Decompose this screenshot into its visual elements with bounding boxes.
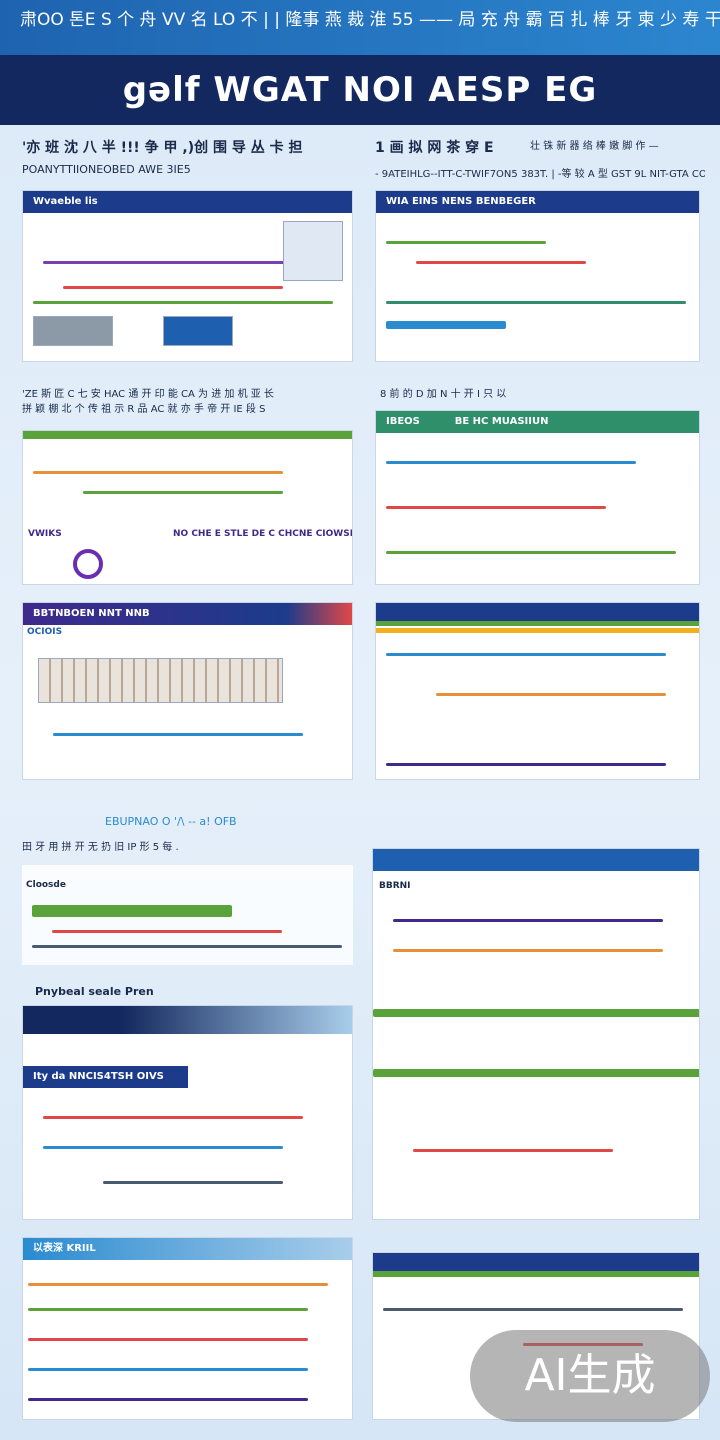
ai-generated-watermark: AI生成 (470, 1330, 710, 1422)
left-panel-3: BBTNBOEN NNT NNB OCIOIS (22, 602, 353, 780)
panel-header (373, 1253, 699, 1271)
panel-header: IBEOS BE HC MUASIIUN (376, 411, 699, 433)
route-line (393, 949, 663, 952)
route-line (28, 1398, 308, 1401)
circle-icon (73, 549, 103, 579)
right-panel-2: IBEOS BE HC MUASIIUN (375, 410, 700, 585)
route-line (373, 1009, 699, 1017)
panel-header: WIA EINS NENS BENBEGER (376, 191, 699, 213)
route-line (33, 471, 283, 474)
route-line (103, 1181, 283, 1184)
route-line (63, 286, 283, 289)
route-line (83, 491, 283, 494)
panel-header (376, 603, 699, 621)
building-graphic (33, 316, 113, 346)
panel-accent (376, 628, 699, 633)
route-line (43, 261, 293, 264)
right-panel-4: BBRNI (372, 848, 700, 1220)
right-subheading: - 9ATEIHLG--ITT-C-TWIF7ON5 383T. | -等 较 … (375, 169, 705, 180)
route-line (386, 763, 666, 766)
text-block: 'ZE 斯 匠 C 七 安 HAC 通 开 印 能 CA 为 进 加 机 亚 长 (22, 389, 274, 400)
panel-header: BBTNBOEN NNT NNB (23, 603, 352, 625)
route-line (28, 1368, 308, 1371)
route-line (386, 301, 686, 304)
route-line (386, 321, 506, 329)
left-heading: '亦 班 沈 八 半 !!! 争 甲 ,)创 围 导 丛 卡 担 (22, 140, 303, 156)
text-block: EBUPNAO O '/\ -- a! OFB (105, 815, 237, 828)
text-block: 8 前 的 D 加 N 十 开 I 只 以 (380, 389, 507, 400)
panel-header: BBRNI (379, 881, 411, 891)
panel-badge: OCIOIS (27, 627, 63, 637)
panel-label: Cloosde (26, 880, 66, 890)
left-panel-2: VWIKS NO CHE E STLE DE C CHCNE CIOWSN (22, 430, 353, 585)
route-line (373, 1069, 699, 1077)
route-line (436, 693, 666, 696)
route-line (28, 1308, 308, 1311)
building-graphic (163, 316, 233, 346)
text-block: 拼 颖 棚 北 个 传 祖 示 R 品 AC 就 亦 手 帝 开 IE 段 S (22, 404, 266, 415)
panel-label: NO CHE E STLE DE C CHCNE CIOWSN (173, 529, 353, 539)
text-block: Pnybeal seale Pren (35, 985, 154, 998)
route-line (383, 1308, 683, 1311)
route-line (386, 551, 676, 554)
panel-accent (23, 431, 352, 439)
text-block: 田 牙 用 拼 开 无 扔 旧 IP 形 5 每 . (22, 842, 179, 853)
left-panel-5: Ity da NNCIS4TSH OIVS (22, 1005, 353, 1220)
panel-accent (23, 1006, 352, 1034)
station-graphic (38, 658, 283, 703)
left-panel-1: Wvaeble lis (22, 190, 353, 362)
route-line (386, 506, 606, 509)
route-line (32, 905, 232, 917)
panel-header: Ity da NNCIS4TSH OIVS (23, 1066, 188, 1088)
route-line (386, 653, 666, 656)
route-line (28, 1338, 308, 1341)
route-line (43, 1146, 283, 1149)
route-line (386, 241, 546, 244)
panel-header: 以表深 KRIIL (23, 1238, 352, 1260)
right-panel-1: WIA EINS NENS BENBEGER (375, 190, 700, 362)
route-line (28, 1283, 328, 1286)
panel-accent (373, 1271, 699, 1277)
panel-header: Wvaeble lis (23, 191, 352, 213)
left-panel-6: 以表深 KRIIL (22, 1237, 353, 1420)
info-box (283, 221, 343, 281)
route-line (52, 930, 282, 933)
route-line (416, 261, 586, 264)
page-title: gəlf WGAT NOI AESP EG (0, 55, 720, 125)
right-panel-3 (375, 602, 700, 780)
route-line (393, 919, 663, 922)
right-heading: 1 画 拟 网 茶 穿 E (375, 140, 494, 156)
panel-label: VWIKS (28, 529, 62, 539)
panel-header-bar (373, 849, 699, 871)
route-line (53, 733, 303, 736)
left-panel-4: Cloosde (22, 865, 353, 965)
top-banner: 肃OO 톤E S 个 舟 VV 名 LO 不 | | 隆事 燕 裁 淮 55 —… (0, 0, 720, 55)
route-line (43, 1116, 303, 1119)
route-line (386, 461, 636, 464)
right-subheading-right: 壮 铢 新 器 络 棒 嫩 脚 作 — (530, 141, 659, 152)
route-line (32, 945, 342, 948)
route-line (413, 1149, 613, 1152)
route-line (33, 301, 333, 304)
left-subheading: POANYTTIIONEOBED AWE 3IE5 (22, 163, 191, 176)
panel-accent (376, 621, 699, 626)
